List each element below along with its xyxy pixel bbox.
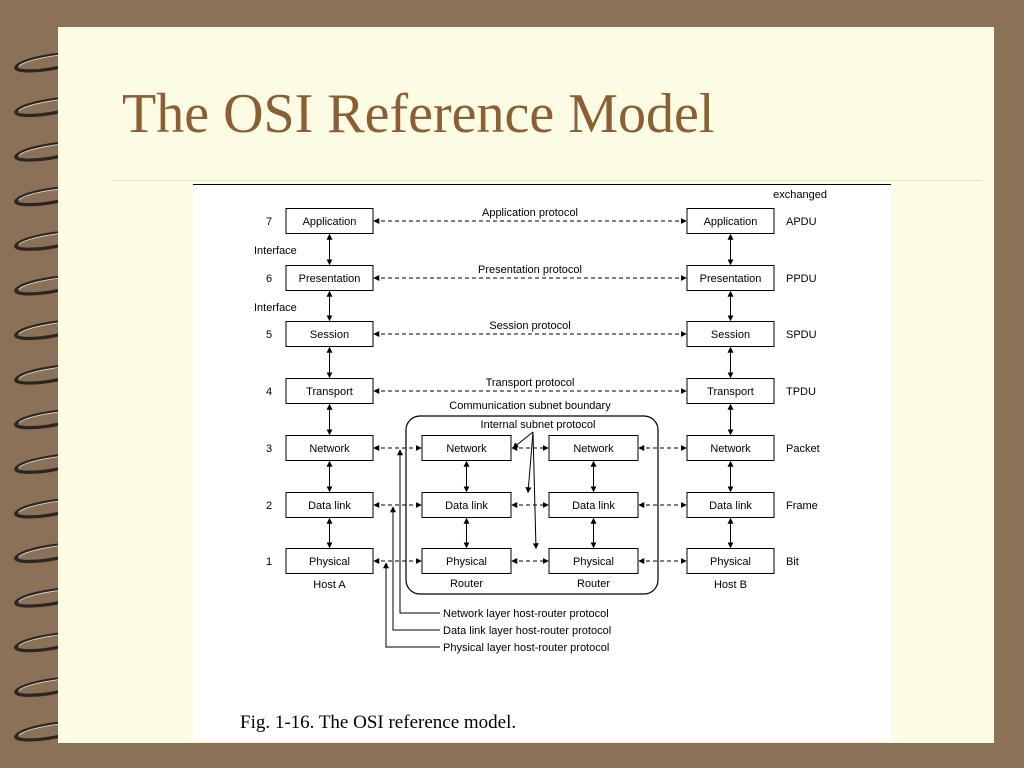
host-a-data-link-box bbox=[285, 492, 374, 518]
unit-physical: Bit bbox=[786, 556, 799, 568]
router1-physical-box-label: Physical bbox=[446, 556, 487, 568]
host-b-physical-box bbox=[686, 548, 775, 574]
router2-physical-box bbox=[548, 548, 639, 574]
title-divider bbox=[112, 180, 982, 181]
internal-protocol-arrow bbox=[525, 431, 534, 494]
router-label: Router bbox=[450, 578, 483, 590]
router1-data-link-box bbox=[421, 492, 512, 518]
peer-protocol-label: Transport protocol bbox=[486, 377, 575, 389]
host-a-session-box bbox=[285, 321, 374, 347]
layer-number: 3 bbox=[266, 443, 272, 455]
router2-network-box-label: Network bbox=[573, 443, 614, 455]
router-label: Router bbox=[577, 578, 610, 590]
host-b-data-link-box bbox=[686, 492, 775, 518]
layer-number: 1 bbox=[266, 556, 272, 568]
host-router-protocol-label: Data link layer host-router protocol bbox=[443, 625, 611, 637]
host-b-label: Host B bbox=[714, 579, 747, 591]
host-a-data-link-box-label: Data link bbox=[308, 500, 351, 512]
layer-number: 7 bbox=[266, 216, 272, 228]
router1-network-box bbox=[421, 435, 512, 461]
host-a-network-box bbox=[285, 435, 374, 461]
unit-network: Packet bbox=[786, 443, 820, 455]
interface-label: Interface bbox=[254, 302, 297, 314]
unit-session: SPDU bbox=[786, 329, 817, 341]
host-a-transport-box bbox=[285, 378, 374, 404]
figure-caption: Fig. 1-16. The OSI reference model. bbox=[240, 712, 517, 733]
internal-protocol-arrow bbox=[532, 431, 539, 550]
host-b-transport-box bbox=[686, 378, 775, 404]
host-b-data-link-box-label: Data link bbox=[709, 500, 752, 512]
router1-network-box-label: Network bbox=[446, 443, 487, 455]
host-b-network-box bbox=[686, 435, 775, 461]
slide-title: The OSI Reference Model bbox=[122, 83, 715, 145]
host-a-label: Host A bbox=[313, 579, 346, 591]
host-b-application-box bbox=[686, 208, 775, 234]
host-b-session-box-label: Session bbox=[711, 329, 750, 341]
host-b-network-box-label: Network bbox=[710, 443, 751, 455]
host-a-presentation-box-label: Presentation bbox=[299, 273, 361, 285]
host-router-protocol-label: Physical layer host-router protocol bbox=[443, 642, 609, 654]
subnet-boundary-label: Communication subnet boundary bbox=[449, 400, 611, 412]
host-router-protocol-label: Network layer host-router protocol bbox=[443, 608, 609, 620]
unit-presentation: PPDU bbox=[786, 273, 817, 285]
interface-label: Interface bbox=[254, 245, 297, 257]
host-a-transport-box-label: Transport bbox=[306, 386, 353, 398]
peer-protocol-label: Application protocol bbox=[482, 207, 578, 219]
host-a-presentation-box bbox=[285, 265, 374, 291]
router2-physical-box-label: Physical bbox=[573, 556, 614, 568]
unit-application: APDU bbox=[786, 216, 817, 228]
host-a-physical-box-label: Physical bbox=[309, 556, 350, 568]
peer-protocol-label: Session protocol bbox=[489, 320, 570, 332]
unit-transport: TPDU bbox=[786, 386, 816, 398]
host-router-protocol-leader bbox=[390, 506, 440, 631]
host-b-presentation-box-label: Presentation bbox=[700, 273, 762, 285]
host-router-protocol-leader bbox=[383, 562, 440, 648]
peer-protocol-label: Presentation protocol bbox=[478, 264, 582, 276]
layer-number: 6 bbox=[266, 273, 272, 285]
host-b-transport-box-label: Transport bbox=[707, 386, 754, 398]
units-exchanged-header: exchanged bbox=[773, 189, 827, 201]
host-router-protocol-leader bbox=[397, 449, 440, 614]
host-a-network-box-label: Network bbox=[309, 443, 350, 455]
host-a-application-box bbox=[285, 208, 374, 234]
host-b-physical-box-label: Physical bbox=[710, 556, 751, 568]
host-a-physical-box bbox=[285, 548, 374, 574]
layer-number: 5 bbox=[266, 329, 272, 341]
host-b-application-box-label: Application bbox=[704, 216, 758, 228]
host-b-session-box bbox=[686, 321, 775, 347]
router2-data-link-box bbox=[548, 492, 639, 518]
unit-data-link: Frame bbox=[786, 500, 818, 512]
host-b-presentation-box bbox=[686, 265, 775, 291]
router1-data-link-box-label: Data link bbox=[445, 500, 488, 512]
layer-number: 2 bbox=[266, 500, 272, 512]
internal-subnet-protocol-label: Internal subnet protocol bbox=[481, 419, 596, 431]
router2-data-link-box-label: Data link bbox=[572, 500, 615, 512]
layer-number: 4 bbox=[266, 386, 272, 398]
host-a-application-box-label: Application bbox=[303, 216, 357, 228]
router2-network-box bbox=[548, 435, 639, 461]
internal-protocol-arrow bbox=[512, 431, 534, 449]
host-a-session-box-label: Session bbox=[310, 329, 349, 341]
router1-physical-box bbox=[421, 548, 512, 574]
